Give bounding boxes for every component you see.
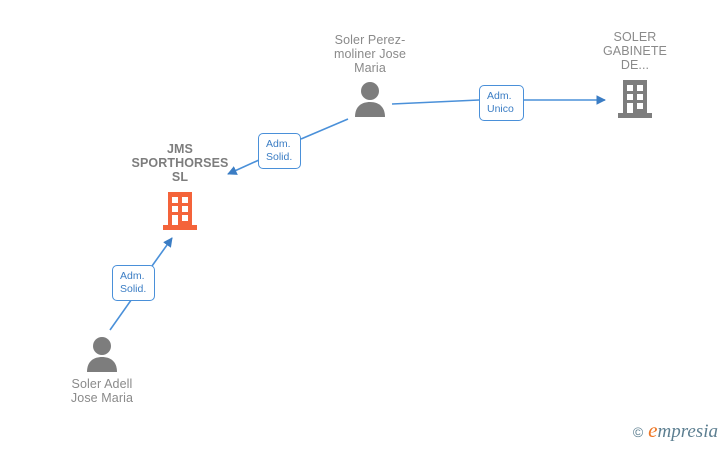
node-label: Soler Adell Jose Maria <box>70 377 134 405</box>
edge-label-adm-unico[interactable]: Adm. Unico <box>479 85 524 121</box>
brand-wordmark: empresia <box>648 418 718 442</box>
building-icon <box>615 78 655 120</box>
person-icon <box>348 81 392 117</box>
edge-label-adm-solid-adell[interactable]: Adm. Solid. <box>112 265 155 301</box>
copyright-icon: © <box>632 423 644 440</box>
node-soler-gabinete[interactable]: SOLER GABINETE DE... <box>590 30 680 120</box>
node-label: Soler Perez- moliner Jose Maria <box>333 33 407 75</box>
edge-label-adm-solid-perez[interactable]: Adm. Solid. <box>258 133 301 169</box>
person-icon <box>80 336 124 372</box>
node-soler-perez-moliner[interactable]: Soler Perez- moliner Jose Maria <box>310 33 430 117</box>
empresia-watermark: © empresia <box>632 418 718 442</box>
brand-rest: mpresia <box>657 421 718 442</box>
node-label: JMS SPORTHORSES SL <box>131 142 229 184</box>
brand-first-letter: e <box>648 418 658 442</box>
node-label: SOLER GABINETE DE... <box>602 30 667 72</box>
building-icon-highlight <box>160 190 200 232</box>
node-jms-sporthorses[interactable]: JMS SPORTHORSES SL <box>122 142 238 232</box>
node-soler-adell[interactable]: Soler Adell Jose Maria <box>42 336 162 405</box>
